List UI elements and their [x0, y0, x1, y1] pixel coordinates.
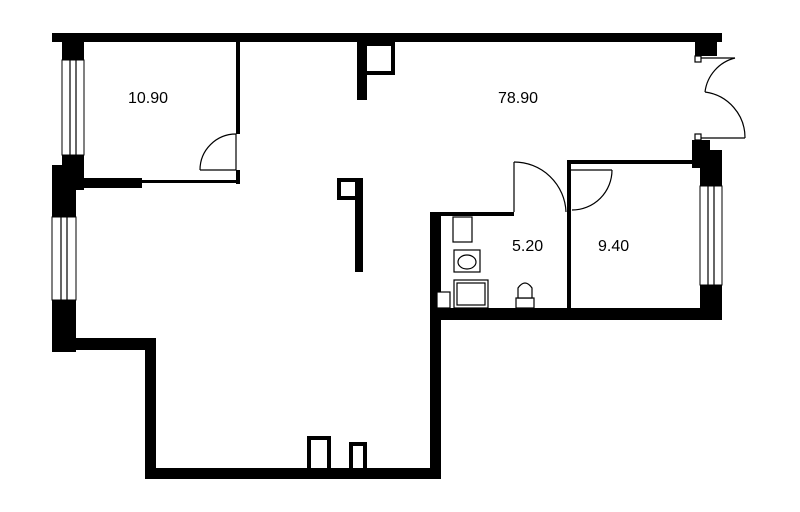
- room-labels: 10.90 78.90 5.20 9.40: [128, 90, 629, 255]
- interior-walls: [76, 42, 697, 470]
- room-area-label: 78.90: [498, 90, 538, 107]
- toilet-icon: [515, 297, 535, 309]
- room-area-label: 10.90: [128, 90, 168, 107]
- room-area-label: 5.20: [512, 238, 543, 255]
- bathroom-fixtures: [453, 249, 535, 309]
- windows: [51, 59, 723, 301]
- room-area-label: 9.40: [598, 238, 629, 255]
- doors: [199, 55, 746, 213]
